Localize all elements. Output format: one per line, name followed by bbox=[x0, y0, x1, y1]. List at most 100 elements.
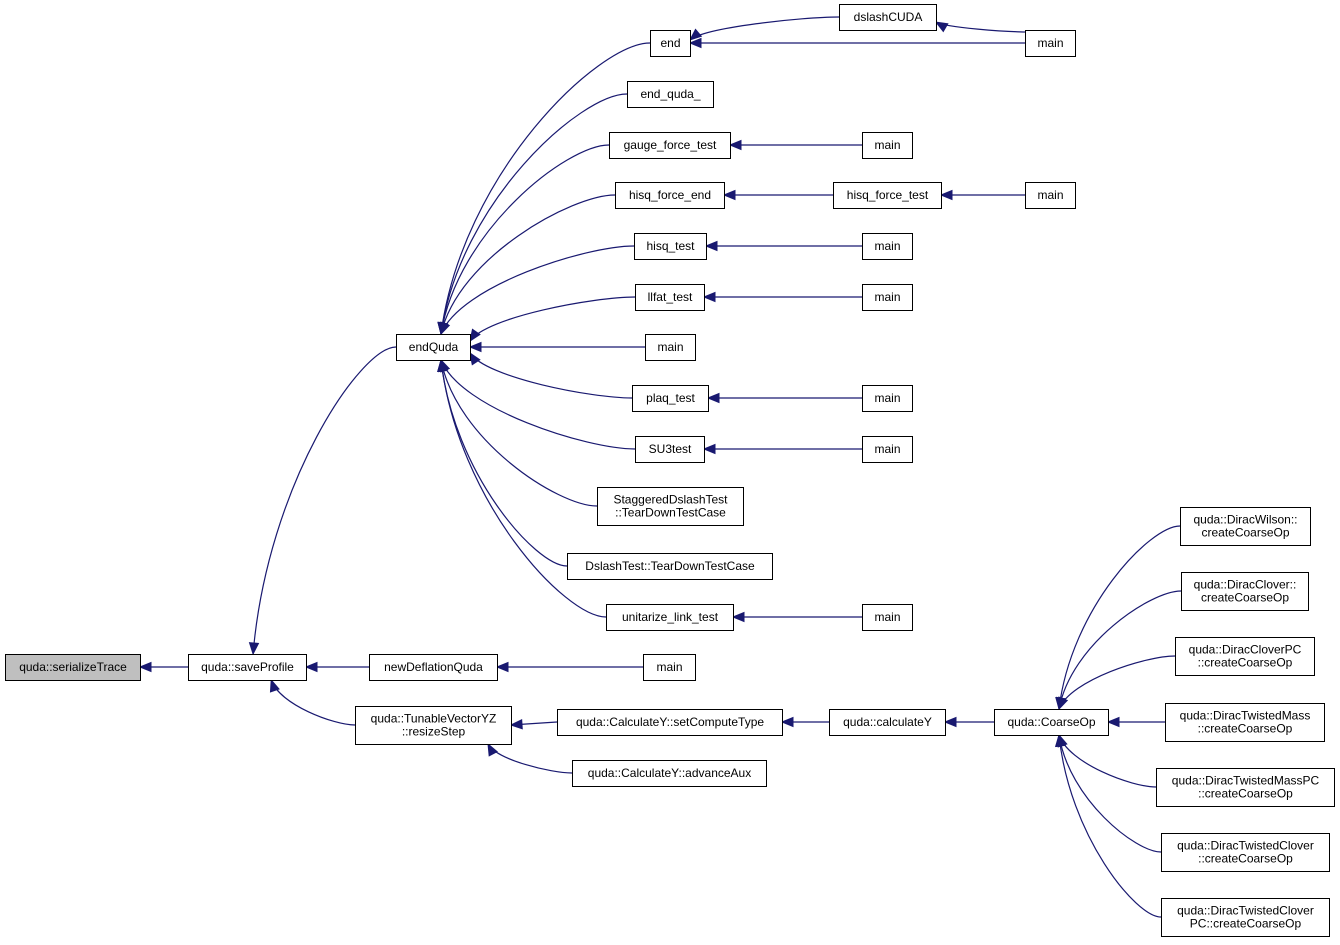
node-box bbox=[862, 233, 913, 260]
node-box bbox=[572, 760, 767, 787]
node-box bbox=[994, 709, 1109, 736]
edge-arrowhead bbox=[1054, 733, 1066, 747]
edge-arrowhead bbox=[469, 328, 481, 343]
node-main-newdefl[interactable]: main bbox=[643, 654, 696, 681]
node-main-gauge[interactable]: main bbox=[862, 132, 913, 159]
edge-line bbox=[487, 743, 573, 774]
node-diraccloverpc[interactable]: quda::DiracCloverPC::createCoarseOp bbox=[1175, 637, 1315, 676]
edge-line bbox=[689, 16, 840, 41]
node-label: PC::createCoarseOp bbox=[1190, 917, 1302, 931]
edge-line bbox=[469, 352, 633, 399]
node-hisq-test[interactable]: hisq_test bbox=[634, 233, 707, 260]
node-advanceaux[interactable]: quda::CalculateY::advanceAux bbox=[572, 760, 767, 787]
edge-line bbox=[440, 245, 635, 335]
edge-line bbox=[469, 296, 636, 342]
node-main-hisq[interactable]: main bbox=[862, 233, 913, 260]
node-end-quda-[interactable]: end_quda_ bbox=[627, 81, 714, 108]
edge-calculatey-to-setcomputetype bbox=[780, 716, 829, 728]
node-main-hisqft[interactable]: main bbox=[1025, 182, 1076, 209]
node-diracclover[interactable]: quda::DiracClover::createCoarseOp bbox=[1181, 572, 1309, 611]
node-diractwistedmass[interactable]: quda::DiracTwistedMass::createCoarseOp bbox=[1165, 703, 1325, 742]
edge-diractwistedcloverpc-to-coarseop bbox=[1054, 733, 1162, 918]
edge-arrowhead bbox=[440, 321, 451, 336]
node-label: main bbox=[874, 610, 900, 624]
node-label: end_quda_ bbox=[640, 87, 700, 101]
edge-arrowhead bbox=[939, 189, 953, 201]
node-dslashcuda[interactable]: dslashCUDA bbox=[839, 4, 937, 31]
node-endquda[interactable]: endQuda bbox=[396, 334, 471, 361]
node-coarseop[interactable]: quda::CoarseOp bbox=[994, 709, 1109, 736]
node-label: ::TearDownTestCase bbox=[615, 506, 726, 520]
edge-arrowhead bbox=[722, 189, 736, 201]
node-label: main bbox=[1037, 36, 1063, 50]
node-label: SU3test bbox=[649, 442, 692, 456]
edge-arrowhead bbox=[702, 291, 716, 303]
node-label: llfat_test bbox=[648, 290, 693, 304]
node-box bbox=[609, 132, 731, 159]
node-box bbox=[862, 284, 913, 311]
edge-arrowhead bbox=[437, 358, 448, 373]
node-saveprofile[interactable]: quda::saveProfile bbox=[188, 654, 307, 681]
node-gauge-force-test[interactable]: gauge_force_test bbox=[609, 132, 731, 159]
node-diractwistedclover[interactable]: quda::DiracTwistedClover::createCoarseOp bbox=[1161, 833, 1330, 872]
node-label: hisq_force_end bbox=[629, 188, 711, 202]
node-setcomputetype[interactable]: quda::CalculateY::setComputeType bbox=[557, 709, 783, 736]
node-llfat-test[interactable]: llfat_test bbox=[635, 284, 705, 311]
node-calculatey[interactable]: quda::calculateY bbox=[829, 709, 946, 736]
node-hisq-force-test[interactable]: hisq_force_test bbox=[833, 182, 942, 209]
node-serializetrace[interactable]: quda::serializeTrace bbox=[5, 654, 141, 681]
edge-arrowhead bbox=[702, 443, 716, 455]
node-label: quda::CalculateY::setComputeType bbox=[576, 715, 764, 729]
edge-line bbox=[440, 359, 568, 567]
node-label: quda::saveProfile bbox=[201, 660, 294, 674]
edge-arrowhead bbox=[943, 716, 957, 728]
node-su3test[interactable]: SU3test bbox=[635, 436, 705, 463]
edge-line bbox=[1058, 734, 1162, 853]
edge-main_hisq-to-hisq_test bbox=[704, 240, 862, 252]
edge-arrowhead bbox=[468, 341, 482, 353]
node-resizestep[interactable]: quda::TunableVectorYZ::resizeStep bbox=[355, 706, 512, 745]
node-main-unit[interactable]: main bbox=[862, 604, 913, 631]
node-main-end[interactable]: main bbox=[1025, 30, 1076, 57]
node-main-endquda[interactable]: main bbox=[645, 334, 696, 361]
edge-diractwistedmasspc-to-coarseop bbox=[1057, 733, 1157, 788]
edge-diractwistedmass-to-coarseop bbox=[1106, 716, 1165, 728]
node-label: main bbox=[656, 660, 682, 674]
edge-main_su3-to-su3test bbox=[702, 443, 862, 455]
node-box bbox=[839, 4, 937, 31]
edge-arrowhead bbox=[304, 661, 318, 673]
node-box bbox=[1165, 703, 1325, 742]
node-diracwilson[interactable]: quda::DiracWilson::createCoarseOp bbox=[1180, 507, 1311, 546]
node-box bbox=[635, 436, 705, 463]
node-label: endQuda bbox=[409, 340, 459, 354]
edge-line bbox=[440, 144, 610, 335]
node-box bbox=[635, 284, 705, 311]
node-label: DslashTest::TearDownTestCase bbox=[585, 559, 755, 573]
node-newdeflationquda[interactable]: newDeflationQuda bbox=[369, 654, 498, 681]
node-diractwistedmasspc[interactable]: quda::DiracTwistedMassPC::createCoarseOp bbox=[1156, 768, 1335, 807]
edge-hisq_force_test-to-hisq_force_end bbox=[722, 189, 833, 201]
node-main-su3[interactable]: main bbox=[862, 436, 913, 463]
node-unitarize-link-test[interactable]: unitarize_link_test bbox=[606, 604, 734, 631]
node-plaq-test[interactable]: plaq_test bbox=[632, 385, 709, 412]
graph-nodes: quda::serializeTrace quda::saveProfile end… bbox=[5, 4, 1335, 937]
graph-edges bbox=[138, 16, 1182, 918]
edge-unitarize_link_test-to-endquda bbox=[437, 358, 607, 618]
edge-line bbox=[935, 21, 1031, 33]
edge-line bbox=[440, 194, 616, 335]
edge-resizestep-to-saveprofile bbox=[269, 678, 356, 726]
node-label: main bbox=[874, 239, 900, 253]
edge-line bbox=[440, 359, 598, 507]
edge-diracclover-to-coarseop bbox=[1055, 590, 1182, 711]
node-staggeredteardown[interactable]: StaggeredDslashTest::TearDownTestCase bbox=[597, 487, 744, 526]
node-end[interactable]: end bbox=[650, 30, 691, 57]
node-box bbox=[1025, 30, 1076, 57]
node-label: ::createCoarseOp bbox=[1198, 787, 1293, 801]
node-label: quda::CoarseOp bbox=[1007, 715, 1095, 729]
node-box bbox=[650, 30, 691, 57]
node-diractwistedcloverpc[interactable]: quda::DiracTwistedCloverPC::createCoarse… bbox=[1161, 898, 1330, 937]
node-main-plaq[interactable]: main bbox=[862, 385, 913, 412]
node-dslashteardown[interactable]: DslashTest::TearDownTestCase bbox=[567, 553, 773, 580]
node-hisq-force-end[interactable]: hisq_force_end bbox=[615, 182, 725, 209]
node-main-llfat[interactable]: main bbox=[862, 284, 913, 311]
